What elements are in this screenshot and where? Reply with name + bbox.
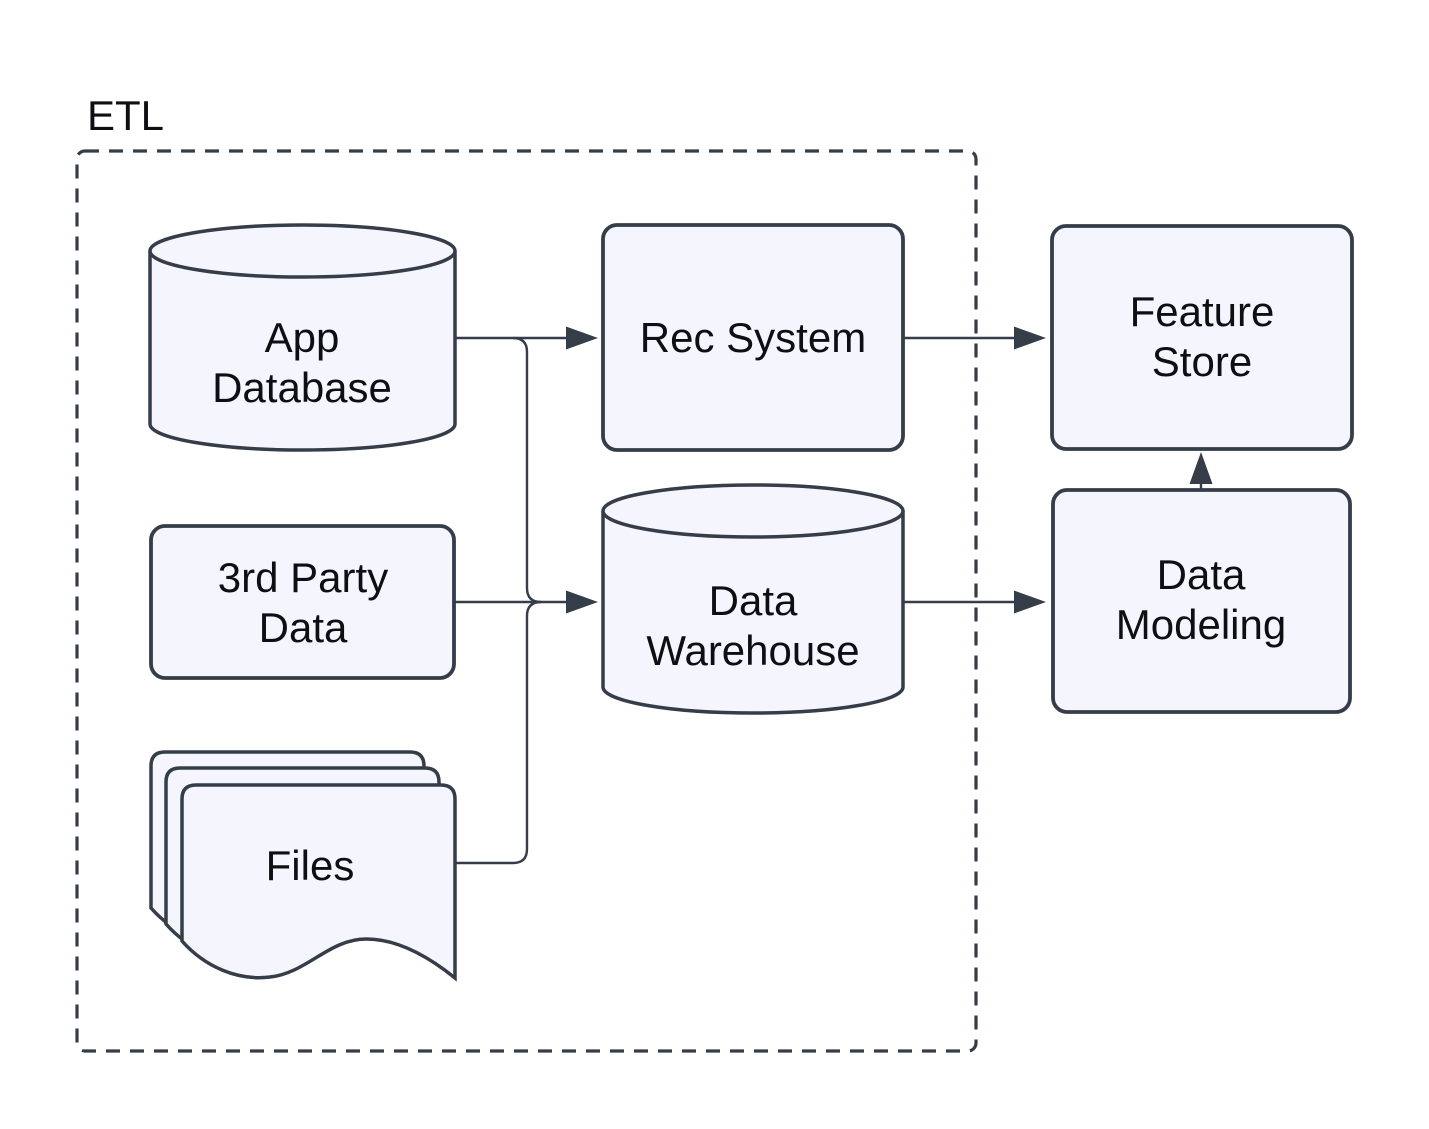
node-rec-system <box>601 223 905 452</box>
label-line: Data <box>708 577 798 624</box>
node-data-modeling <box>1051 488 1352 714</box>
node-label-files: Files <box>266 841 355 891</box>
node-third-party-data <box>149 524 456 680</box>
arrowhead-up-into-feature-store <box>1189 452 1213 484</box>
arrowhead-into-rec-system <box>566 326 598 350</box>
data-warehouse-cylinder-body <box>601 511 905 715</box>
label-line: Data <box>258 604 348 651</box>
label-line: Warehouse <box>646 627 860 674</box>
edge-app-database-to-data-warehouse <box>512 336 542 604</box>
label-line: Store <box>1151 338 1253 385</box>
app-database-cylinder-body <box>148 251 457 452</box>
node-label-data-modeling: Data Modeling <box>1116 550 1286 650</box>
label-line: Data <box>1156 551 1246 598</box>
label-line: Database <box>212 364 392 411</box>
label-line: Feature <box>1129 288 1275 335</box>
edge-files-to-data-warehouse <box>452 600 542 865</box>
label-line: App <box>264 314 340 361</box>
node-label-app-database: App Database <box>212 313 392 413</box>
etl-group-title: ETL <box>87 92 165 139</box>
label-line: Modeling <box>1115 601 1287 648</box>
etl-group-border <box>75 149 978 1053</box>
node-label-third-party-data: 3rd Party Data <box>218 553 388 653</box>
node-app-database <box>148 223 457 452</box>
node-label-feature-store: Feature Store <box>1130 287 1275 387</box>
data-warehouse-cylinder-top <box>601 483 905 539</box>
arrowhead-into-data-warehouse <box>566 590 598 614</box>
files-page-front <box>180 783 457 982</box>
arrowhead-into-data-modeling <box>1014 590 1046 614</box>
node-label-data-warehouse: Data Warehouse <box>646 576 859 676</box>
node-files <box>149 750 457 982</box>
app-database-cylinder-top <box>148 223 457 279</box>
node-feature-store <box>1050 224 1354 451</box>
arrowhead-into-feature-store <box>1014 326 1046 350</box>
label-line: 3rd Party <box>217 554 389 601</box>
node-data-warehouse <box>601 483 905 715</box>
node-label-rec-system: Rec System <box>640 313 866 363</box>
label-line: Files <box>265 842 355 889</box>
label-line: Rec System <box>639 314 867 361</box>
